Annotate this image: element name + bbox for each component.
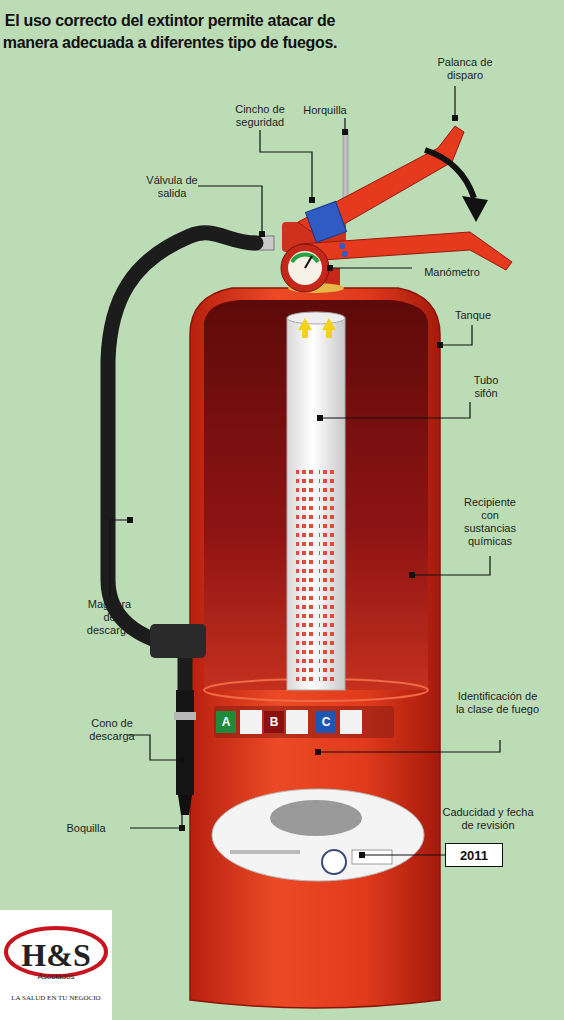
node-text: A: [222, 715, 231, 729]
date-box: 2011: [445, 843, 503, 867]
node-text: 2011: [460, 848, 488, 863]
part-label: Tubo sifón: [466, 374, 506, 400]
part-label: Tanque: [448, 309, 498, 322]
part-label: Identificación de la clase de fuego: [455, 690, 540, 716]
part-label: Cono de descarga: [82, 717, 142, 743]
part-label: Válvula de salida: [142, 174, 202, 200]
node-text: B: [270, 715, 279, 729]
part-label: Caducidad y fecha de revisión: [438, 806, 538, 832]
part-label: Horquilla: [300, 104, 350, 117]
node-text: H&S: [21, 938, 90, 972]
node-text: C: [322, 715, 331, 729]
part-label: Boquilla: [58, 822, 114, 835]
node-text: Asociados: [38, 972, 75, 982]
diagram-title: El uso correcto del extintor permite ata…: [0, 10, 340, 54]
part-label: Maguera de descarga: [82, 598, 137, 637]
part-label: Palanca de disparo: [420, 56, 510, 82]
part-label: Manómetro: [412, 266, 492, 279]
part-label: Cincho de seguridad: [229, 103, 291, 129]
fire-class-badge: B: [264, 711, 284, 733]
company-logo: H&SAsociados LA SALUD EN TU NEGOCIO: [0, 922, 112, 1018]
fire-class-badge: C: [316, 711, 336, 733]
part-label: Recipiente con sustancias químicas: [459, 496, 521, 548]
fire-class-badge: A: [216, 711, 236, 733]
node-text: LA SALUD EN TU NEGOCIO: [11, 994, 100, 1003]
